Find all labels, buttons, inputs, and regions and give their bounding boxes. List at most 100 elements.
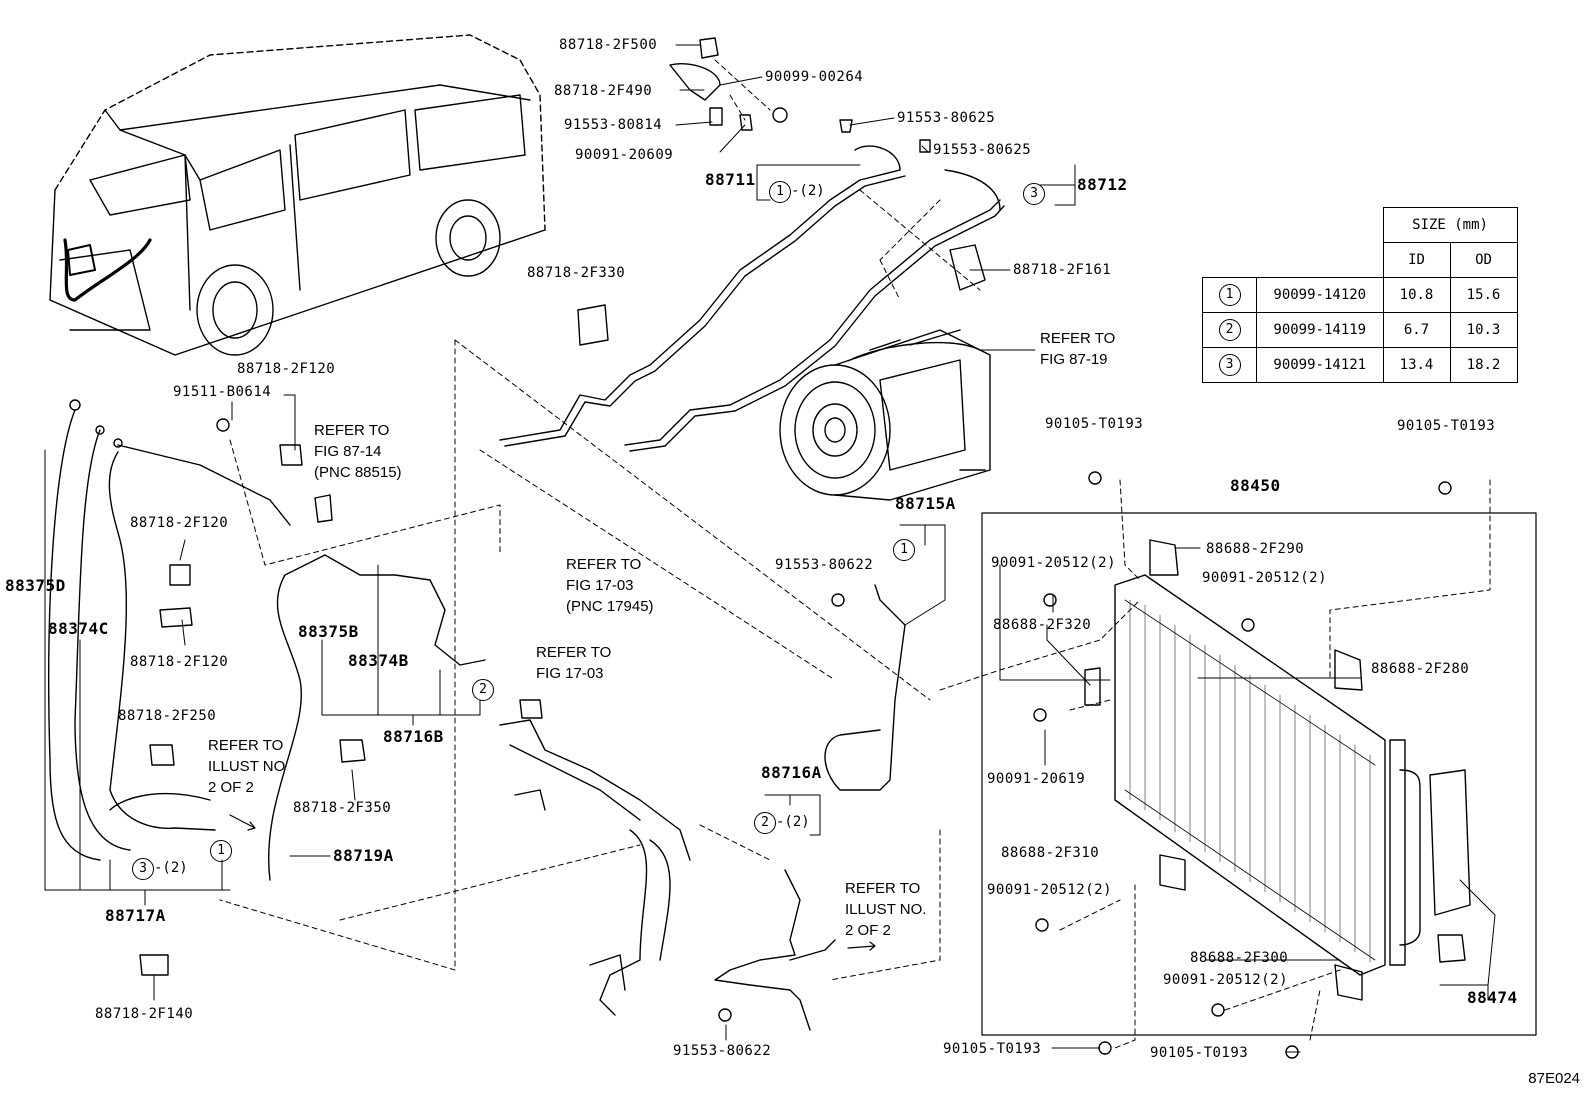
callout-number: 3 [1023,183,1045,205]
part-label: 88718-2F250 [118,708,217,724]
leader-lines [44,44,1496,1053]
callout: 3-(2) [132,858,188,880]
part-label: 90091-20512(2) [991,555,1117,571]
part-number: 90099-14121 [1256,347,1384,383]
callout-qty: -(2) [154,860,188,876]
part-label: 88688-2F320 [993,617,1092,633]
callout: 1-(2) [769,181,825,203]
reference-note: REFER TO ILLUST NO. 2 OF 2 [845,880,927,939]
part-label: 88718-2F350 [293,800,392,816]
callout-qty: -(2) [791,183,825,199]
fasteners [139,244,1452,1059]
callout: 1 [210,840,232,862]
reference-note: REFER TO ILLUST NO 2 OF 2 [208,737,286,796]
callout-number: 1 [210,840,232,862]
column-header: OD [1449,242,1518,278]
part-label: 88718-2F330 [527,265,626,281]
part-label: 90099-00264 [765,69,864,85]
callout-number: 2 [754,812,776,834]
part-label: 88718-2F500 [559,37,658,53]
part-label: 88718-2F120 [237,361,336,377]
part-label: 88375D [5,576,66,595]
part-label: 88718-2F120 [130,654,229,670]
lower-lines [714,584,906,1031]
part-label: 88717A [105,906,166,925]
compressor-illustration [779,329,991,501]
inner-diameter: 6.7 [1382,312,1451,348]
outer-diameter: 10.3 [1449,312,1518,348]
ref-number: 1 [1218,284,1241,306]
part-label: 88450 [1230,476,1281,495]
part-label: 88474 [1467,988,1518,1007]
part-label: 91553-80625 [933,142,1032,158]
part-label: 88718-2F161 [1013,262,1112,278]
callout: 1 [893,539,915,561]
part-label: 91553-80622 [775,557,874,573]
part-label: 90091-20512(2) [987,882,1113,898]
part-label: 90091-20619 [987,771,1086,787]
part-label: 90105-T0193 [1397,418,1496,434]
reference-note: REFER TO FIG 17-03 [536,644,612,682]
part-label: 88712 [1077,175,1128,194]
part-label: 88688-2F290 [1206,541,1305,557]
reference-note: REFER TO FIG 17-03 (PNC 17945) [566,556,654,615]
part-label: 90105-T0193 [1045,416,1144,432]
reference-note: REFER TO FIG 87-14 (PNC 88515) [314,422,402,481]
callout-qty: -(2) [776,814,810,830]
top-bracket-parts [669,37,931,153]
part-label: 88688-2F280 [1371,661,1470,677]
part-label: 88719A [333,846,394,865]
part-label: 88718-2F140 [95,1006,194,1022]
table-row: 1 90099-14120 10.8 15.6 [1202,277,1518,313]
part-label: 88688-2F300 [1190,950,1289,966]
reference-note: REFER TO FIG 87-19 [1040,330,1116,368]
callout: 2-(2) [754,812,810,834]
part-label: 88716A [761,763,822,782]
part-label: 88374C [48,619,109,638]
part-label: 91553-80814 [564,117,663,133]
table-row: 2 90099-14119 6.7 10.3 [1202,312,1518,348]
part-label: 90091-20512(2) [1202,570,1328,586]
inner-diameter: 10.8 [1382,277,1451,313]
part-label: 88374B [348,651,409,670]
column-header: ID [1382,242,1451,278]
part-label: 88375B [298,622,359,641]
center-bracket [499,719,691,1016]
part-number: 90099-14120 [1256,277,1384,313]
callout: 3 [1023,183,1045,205]
inner-diameter: 13.4 [1382,347,1451,383]
oring-size-table: SIZE (mm) ID OD 1 90099-14120 10.8 15.6 … [1202,207,1518,383]
part-label: 88716B [383,727,444,746]
part-label: 90105-T0193 [1150,1045,1249,1061]
refrigerant-lines [499,145,1005,452]
part-label: 91511-B0614 [173,384,272,400]
part-label: 90091-20512(2) [1163,972,1289,988]
callout-number: 3 [132,858,154,880]
part-label: 90091-20609 [575,147,674,163]
outer-diameter: 18.2 [1449,347,1518,383]
table-row: 3 90099-14121 13.4 18.2 [1202,347,1518,383]
table-header: SIZE (mm) [1382,207,1518,243]
outer-diameter: 15.6 [1449,277,1518,313]
part-number: 90099-14119 [1256,312,1384,348]
direction-arrows [229,814,876,951]
condenser-illustration [981,512,1537,1036]
part-label: 90105-T0193 [943,1041,1042,1057]
ref-number: 3 [1218,354,1241,376]
van-illustration [49,34,546,356]
callout-number: 1 [893,539,915,561]
part-label: 88688-2F310 [1001,845,1100,861]
callout: 2 [472,679,494,701]
ref-number: 2 [1218,319,1241,341]
figure-id: 87E024 [1528,1070,1580,1087]
part-label: 88711 [705,170,756,189]
part-label: 88718-2F490 [554,83,653,99]
part-label: 91553-80625 [897,110,996,126]
callout-number: 1 [769,181,791,203]
part-label: 88715A [895,494,956,513]
callout-number: 2 [472,679,494,701]
part-label: 91553-80622 [673,1043,772,1059]
left-hoses [48,399,486,881]
